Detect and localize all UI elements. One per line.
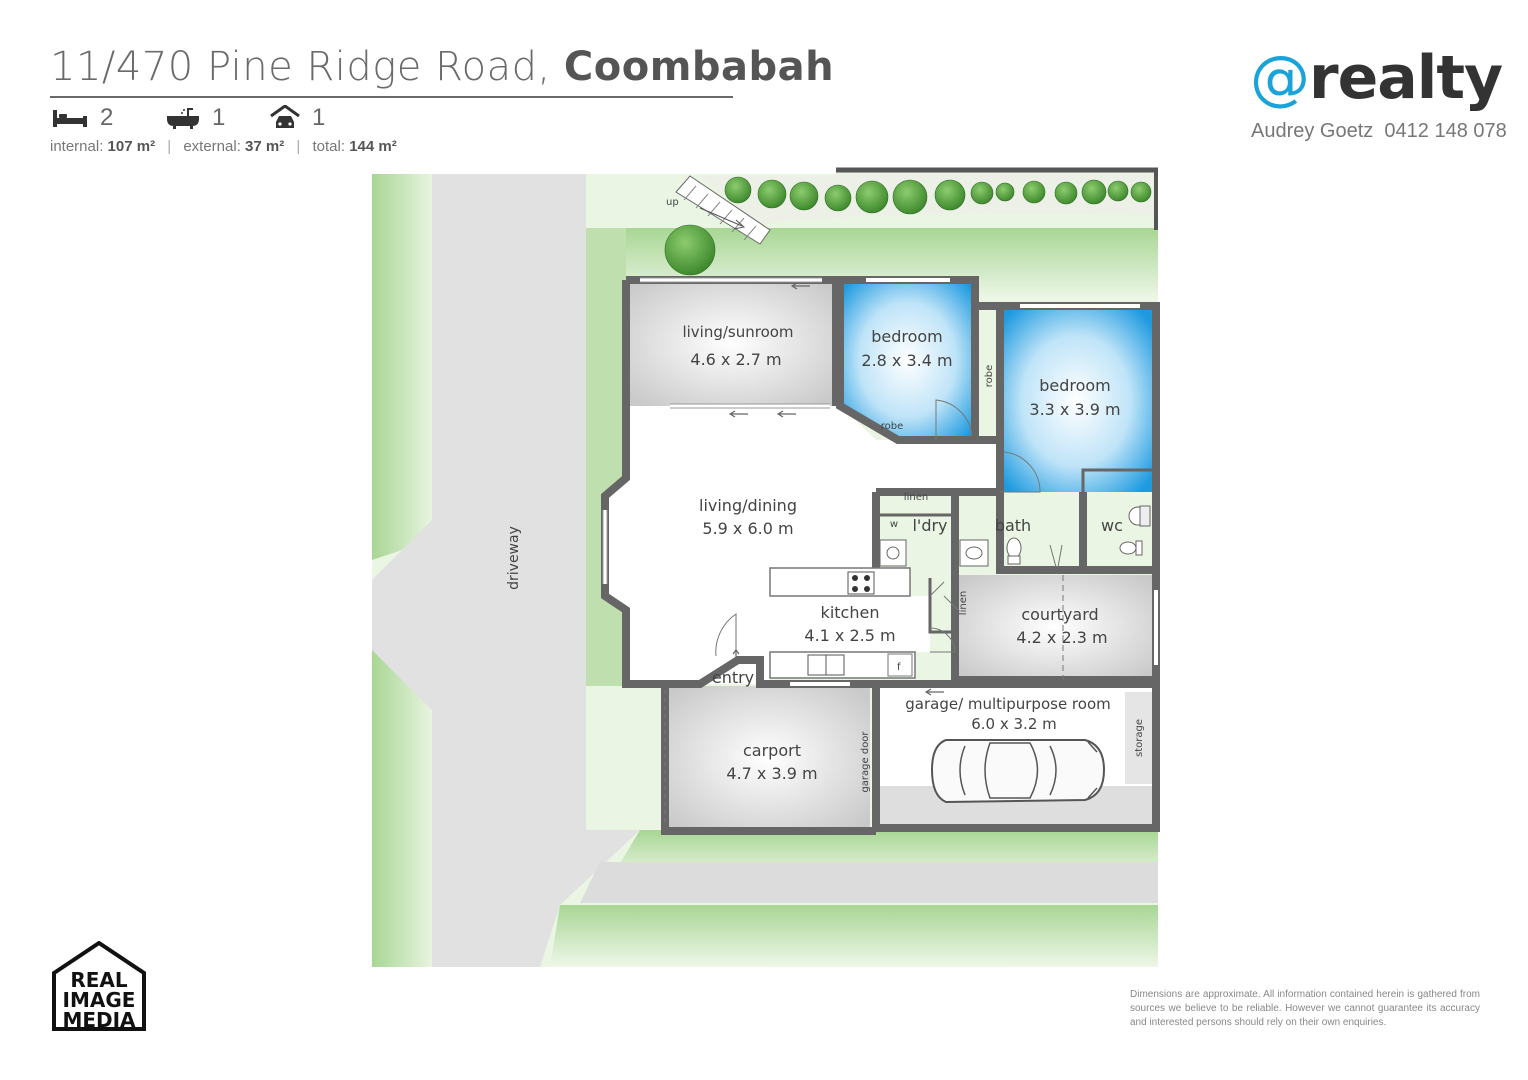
living-sunroom-room [626,280,836,406]
house-outline-icon: REAL IMAGE MEDIA [52,940,146,1032]
bedroom-1-room [840,280,975,440]
stairs-up-label: up [666,197,679,208]
real-image-media-logo: REAL IMAGE MEDIA [52,940,147,1032]
carspace-count: 1 [270,104,325,132]
title-underline [50,96,733,98]
carport-room [665,686,870,831]
living-sunroom-size: 4.6 x 2.7 m [690,350,781,369]
linen-1-label: linen [904,492,928,503]
agent-contact: Audrey Goetz 0412 148 078 [1251,120,1507,143]
laundry-label: l'dry [912,516,947,535]
bathroom-count-value: 1 [212,104,226,131]
bath-label: bath [995,516,1031,535]
linen-2-label: linen [958,591,969,615]
total-area-value: 144 m² [349,138,397,155]
windows [603,278,1158,686]
storage-label: storage [1134,719,1145,757]
carport-size: 4.7 x 3.9 m [726,764,817,783]
car-icon [930,739,1106,804]
floor-areas: internal: 107 m² | external: 37 m² | tot… [50,138,397,155]
courtyard-name: courtyard [1021,605,1098,624]
courtyard-room [955,575,1155,680]
agency-logo-text: realty [1309,43,1503,113]
brand-line-2: IMAGE [63,988,136,1012]
property-address: 11/470 Pine Ridge Road, Coombabah [50,44,834,90]
entry-label: entry [712,668,754,687]
disclaimer-text: Dimensions are approximate. All informat… [1130,989,1480,1028]
bed-icon [53,110,87,127]
external-area-label: external: [183,138,241,155]
brand-line-3: MEDIA [62,1008,136,1031]
wc-label: wc [1101,516,1123,535]
bedroom-2-size: 3.3 x 3.9 m [1029,400,1120,419]
garage-door-label: garage door [860,731,871,793]
room-labels: living/sunroom 4.6 x 2.7 m bedroom 2.8 x… [506,323,1145,793]
bedroom-1-size: 2.8 x 3.4 m [861,351,952,370]
address-suburb: Coombabah [563,44,835,90]
garage-car-icon [270,105,300,128]
washer-label: w [890,519,898,530]
agency-logo: @realty [1250,48,1503,108]
stairs: up [666,175,771,245]
carspace-count-value: 1 [312,104,326,131]
bedroom-2-name: bedroom [1039,376,1111,395]
bathtub-icon [167,108,199,129]
garage-name: garage/ multipurpose room [905,695,1111,713]
agent-name: Audrey Goetz [1251,120,1374,142]
kitchen-name: kitchen [821,603,880,622]
robe-2-label: robe [984,365,995,388]
bathroom-count: 1 [166,104,225,132]
bedroom-1-name: bedroom [871,327,943,346]
area-divider: | [296,138,301,155]
internal-area-value: 107 m² [107,138,156,155]
agent-phone: 0412 148 078 [1384,120,1507,142]
living-sunroom-name: living/sunroom [682,323,793,341]
garage-size: 6.0 x 3.2 m [971,715,1057,733]
door-swings [664,399,1064,825]
area-divider: | [167,138,172,155]
driveway-label: driveway [506,526,522,590]
internal-area-label: internal: [50,138,104,155]
kitchen-size: 4.1 x 2.5 m [804,626,895,645]
courtyard-size: 4.2 x 2.3 m [1016,628,1107,647]
garden-bed [664,167,1158,276]
living-dining-name: living/dining [699,496,797,515]
carport-name: carport [743,741,801,760]
bedroom-count-value: 2 [100,104,114,131]
bedroom-2-room [1000,310,1152,492]
address-street: 11/470 Pine Ridge Road [50,44,538,90]
total-area-label: total: [312,138,346,155]
address-comma: , [537,44,551,90]
driveway-area [372,174,1158,967]
kitchen-fittings: f [769,567,916,679]
fridge-label: f [897,662,901,673]
living-dining-size: 5.9 x 6.0 m [702,519,793,538]
external-area-value: 37 m² [245,138,285,155]
bathroom-fittings [879,505,1151,567]
agency-logo-at: @ [1250,43,1310,113]
bedroom-count: 2 [52,104,113,132]
robe-1-label: robe [881,421,904,432]
storage-closet [1125,692,1152,784]
brand-line-1: REAL [70,968,128,992]
house-interior [605,280,1155,831]
